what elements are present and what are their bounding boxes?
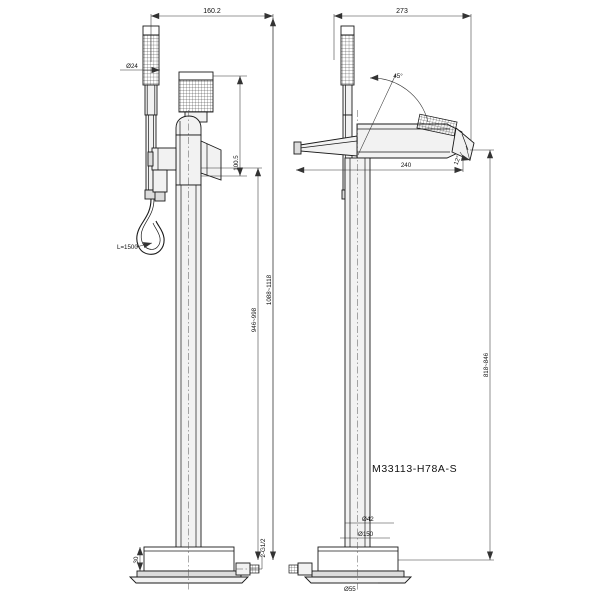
dim-height-946: 946~998 [251,307,258,332]
dim-hose-length: L=1500 [117,244,138,251]
dimensions-side: 273 45° 240 12° 818~846 Ø42 Ø150 Ø55 [295,8,494,593]
dim-dia42: Ø42 [362,516,374,523]
dim-dia150: Ø150 [358,531,374,538]
spout-side [356,113,475,161]
dim-dia55: Ø55 [344,586,356,593]
shower-head-front [178,71,214,123]
dim-angle-12: 12° [453,154,463,166]
dim-height-1005: 100.5 [233,155,240,171]
handshower-front [136,25,165,255]
dim-height-1088: 1088~1118 [266,274,273,305]
dim-thread-g12: 2-G1/2 [260,538,267,557]
base-side [288,546,413,584]
dim-projection-240: 240 [401,162,412,169]
dim-dia24: Ø24 [126,63,138,70]
mixer-body-side [293,135,358,157]
front-view: 160.2 Ø24 100.5 946~998 1088~1118 30 2-G… [117,8,277,592]
dim-width-160: 160.2 [203,8,221,15]
dim-base-30: 30 [133,556,140,563]
base-front [128,546,260,584]
dim-angle-45: 45° [393,73,403,80]
side-view: 273 45° 240 12° 818~846 Ø42 Ø150 Ø55 [288,8,494,593]
dim-height-818: 818~846 [483,352,490,377]
model-code-label: M33113-H78A-S [372,463,457,475]
dimensions-front: 160.2 Ø24 100.5 946~998 1088~1118 30 2-G… [117,8,277,571]
dim-depth-273: 273 [396,8,408,15]
